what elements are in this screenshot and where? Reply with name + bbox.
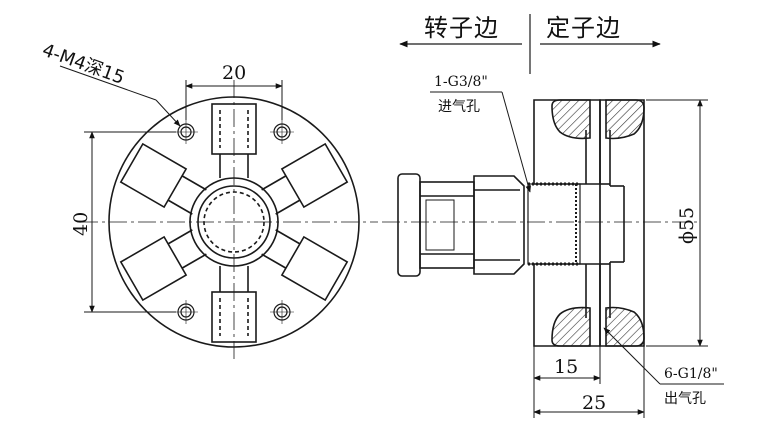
hub-outer (189, 177, 279, 267)
outlet-name-label: 出气孔 (664, 391, 706, 407)
dim-height-40: 40 (70, 211, 92, 236)
outlet-spec-label: 6-G1/8" (664, 366, 718, 382)
dim-length-25: 25 (582, 392, 607, 414)
dim-diameter-55: ϕ55 (676, 206, 698, 244)
fitting-flange (397, 173, 421, 277)
front-view (59, 65, 378, 360)
inlet-spec-label: 1-G3/8" (434, 74, 488, 90)
rotor-side-label: 转子边 (424, 14, 499, 42)
inlet-name-label: 进气孔 (438, 99, 480, 115)
bolt-holes (174, 120, 294, 324)
section-view (382, 14, 724, 418)
stator-side-label: 定子边 (546, 14, 621, 42)
dim-width-20: 20 (222, 62, 247, 84)
hub-inner (197, 185, 271, 259)
dim-length-15: 15 (554, 356, 579, 378)
outer-circle (108, 96, 360, 348)
hub-bore (203, 191, 265, 253)
